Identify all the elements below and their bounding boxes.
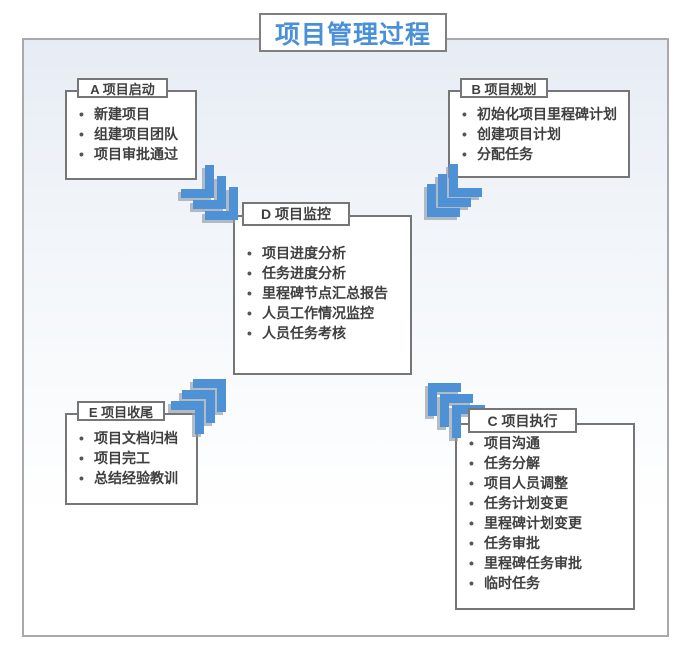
list-item: 临时任务 (469, 573, 629, 593)
list-item: 创建项目计划 (462, 124, 624, 144)
diagram-title-box: 项目管理过程 (259, 13, 447, 52)
phase-c-header-tab: C 项目执行 (468, 408, 577, 433)
phase-box-d-project-monitoring: 项目进度分析 任务进度分析 里程碑节点汇总报告 人员工作情况监控 人员任务考核 (233, 215, 412, 375)
list-item: 项目文档归档 (79, 428, 192, 448)
phase-box-e-project-closing: 项目文档归档 项目完工 总结经验教训 (65, 413, 198, 505)
triple-chevron-e-to-center-icon (171, 379, 231, 439)
list-item: 分配任务 (462, 144, 624, 164)
chevron-icon (182, 390, 215, 423)
phase-b-item-list: 初始化项目里程碑计划 创建项目计划 分配任务 (450, 104, 628, 164)
phase-b-header-tab: B 项目规划 (460, 78, 548, 98)
list-item: 任务分解 (469, 453, 629, 473)
list-item: 新建项目 (79, 104, 191, 124)
chevron-icon (181, 165, 214, 198)
chevron-icon (438, 174, 471, 207)
chevron-icon (193, 379, 226, 412)
list-item: 初始化项目里程碑计划 (462, 104, 624, 124)
chevron-icon (193, 176, 226, 209)
chevron-icon (171, 401, 204, 434)
chevron-icon (428, 383, 461, 416)
triple-chevron-b-to-center-icon (427, 164, 487, 224)
list-item: 人员任务考核 (247, 323, 406, 343)
chevron-icon (440, 394, 473, 427)
list-item: 项目沟通 (469, 433, 629, 453)
list-item: 项目进度分析 (247, 243, 406, 263)
chevron-icon (449, 164, 482, 197)
list-item: 里程碑任务审批 (469, 553, 629, 573)
triple-chevron-a-to-center-icon (181, 165, 241, 225)
phase-d-header-tab: D 项目监控 (242, 202, 350, 226)
list-item: 人员工作情况监控 (247, 303, 406, 323)
phase-box-c-project-execution: 项目沟通 任务分解 项目人员调整 任务计划变更 里程碑计划变更 任务审批 里程碑… (455, 423, 635, 610)
phase-d-item-list: 项目进度分析 任务进度分析 里程碑节点汇总报告 人员工作情况监控 人员任务考核 (235, 243, 410, 343)
phase-box-a-project-initiation: 新建项目 组建项目团队 项目审批通过 (65, 90, 197, 180)
list-item: 任务计划变更 (469, 493, 629, 513)
phase-e-item-list: 项目文档归档 项目完工 总结经验教训 (67, 428, 196, 488)
list-item: 里程碑节点汇总报告 (247, 283, 406, 303)
phase-a-item-list: 新建项目 组建项目团队 项目审批通过 (67, 104, 195, 164)
list-item: 总结经验教训 (79, 468, 192, 488)
phase-a-header-tab: A 项目启动 (77, 78, 168, 98)
phase-e-header-tab: E 项目收尾 (77, 401, 165, 421)
diagram-title: 项目管理过程 (274, 20, 431, 49)
list-item: 任务进度分析 (247, 263, 406, 283)
list-item: 里程碑计划变更 (469, 513, 629, 533)
list-item: 项目人员调整 (469, 473, 629, 493)
list-item: 组建项目团队 (79, 124, 191, 144)
chevron-icon (205, 187, 238, 220)
phase-c-item-list: 项目沟通 任务分解 项目人员调整 任务计划变更 里程碑计划变更 任务审批 里程碑… (457, 433, 633, 593)
list-item: 任务审批 (469, 533, 629, 553)
list-item: 项目审批通过 (79, 144, 191, 164)
list-item: 项目完工 (79, 448, 192, 468)
phase-box-b-project-planning: 初始化项目里程碑计划 创建项目计划 分配任务 (448, 90, 630, 178)
chevron-icon (427, 184, 460, 217)
